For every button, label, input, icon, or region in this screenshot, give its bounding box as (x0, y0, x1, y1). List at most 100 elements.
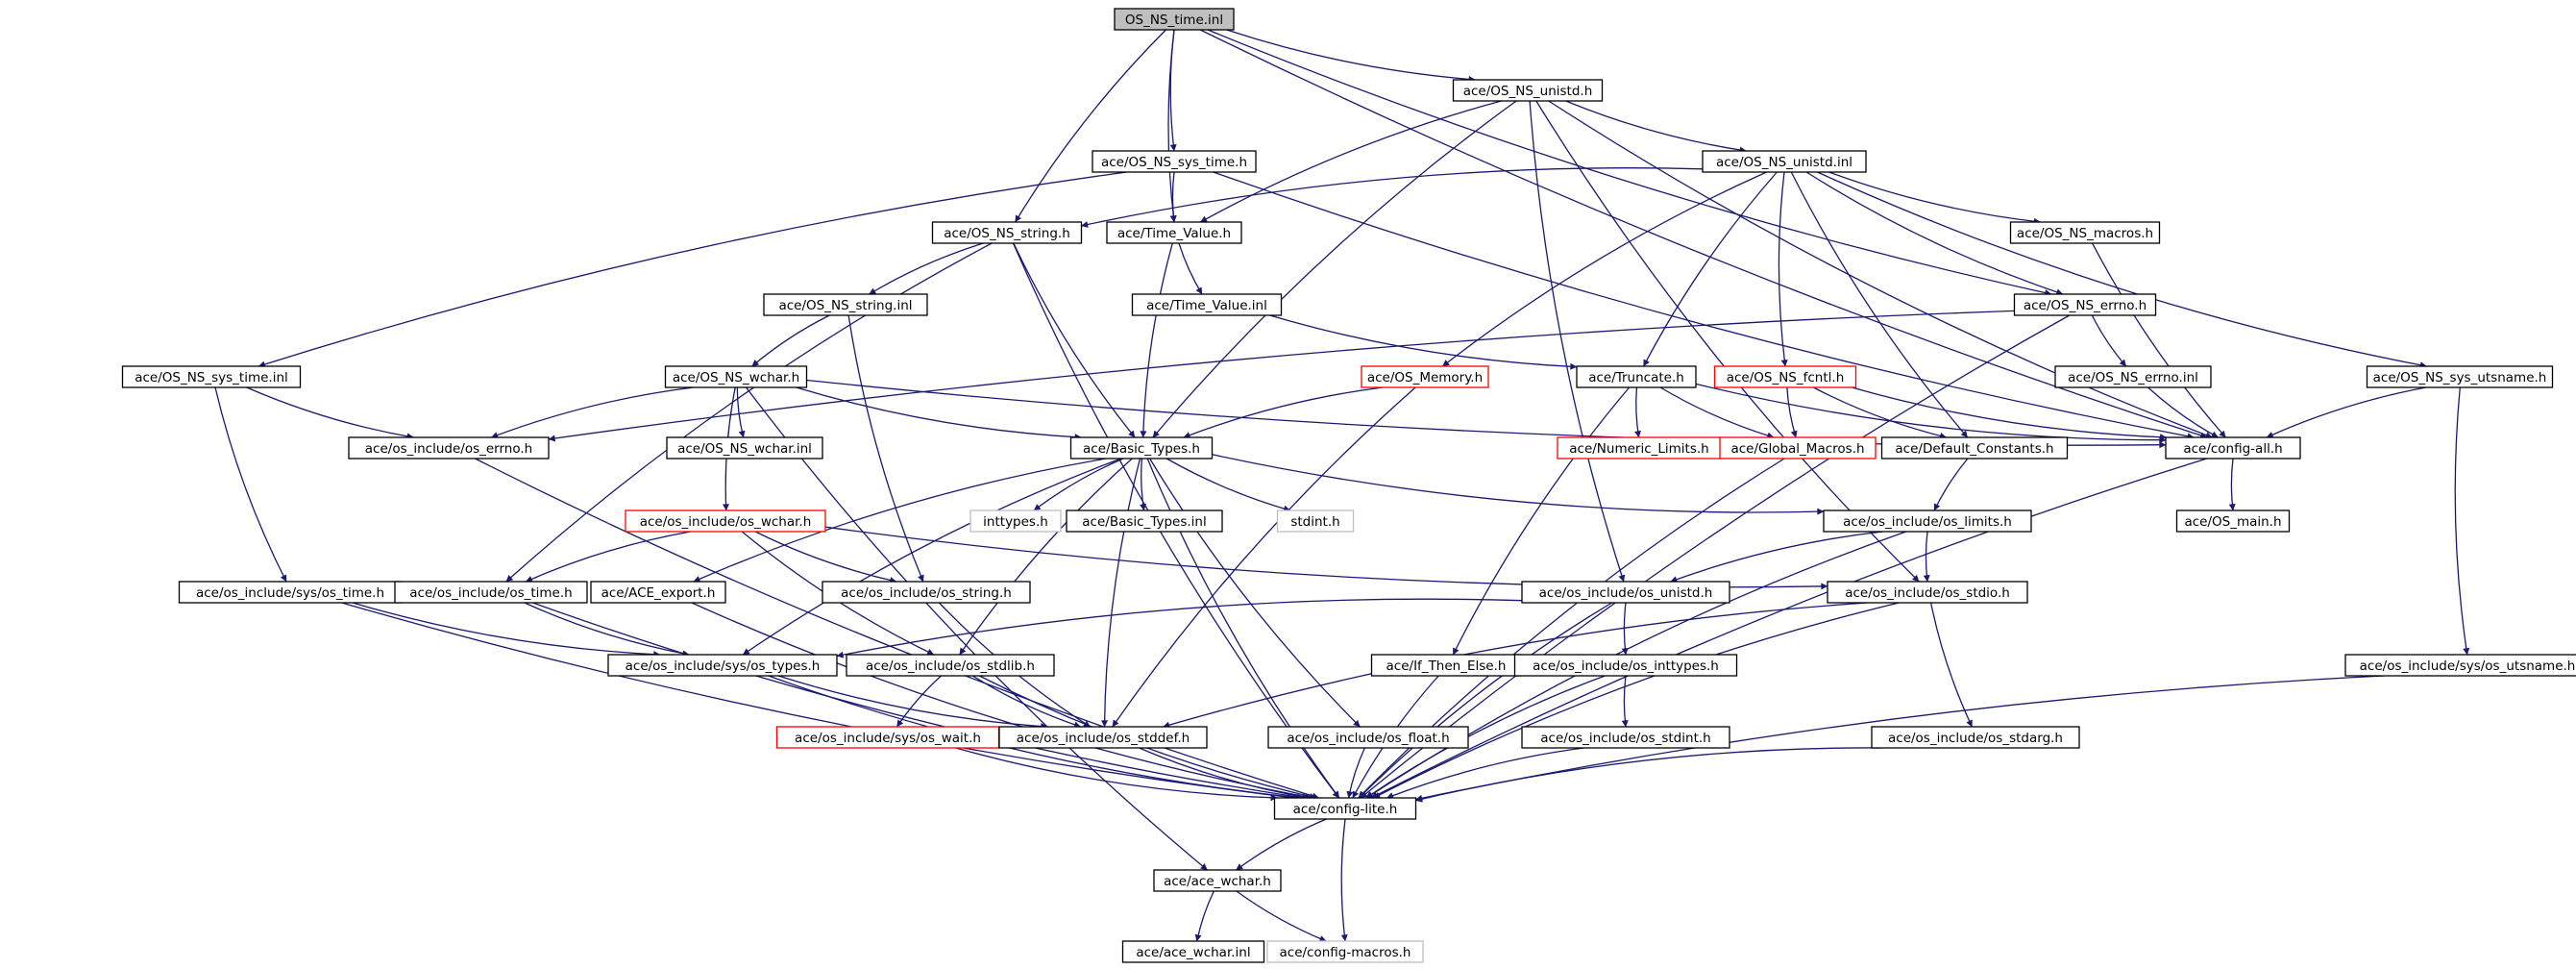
node-sys-os-types-h[interactable]: ace/os_include/sys/os_types.h (607, 654, 838, 677)
edge-truncate_h-to-config_all_h (1695, 383, 2167, 444)
node-ace-wchar-inl[interactable]: ace/ace_wchar.inl (1121, 940, 1265, 963)
node-config-macros-h[interactable]: ace/config-macros.h (1266, 940, 1424, 963)
node-label: ace/config-all.h (2183, 441, 2282, 457)
edge-truncate_h-to-if_then_else_h (1452, 386, 1631, 656)
edge-unistd_h-to-time_value_h (1200, 100, 1502, 223)
node-os-inttypes-h[interactable]: ace/os_include/os_inttypes.h (1513, 654, 1738, 677)
node-os-wchar-h[interactable]: ace/os_include/os_wchar.h (625, 509, 826, 533)
node-sys-time-h[interactable]: ace/OS_NS_sys_time.h (1092, 150, 1257, 173)
node-label: ace/OS_NS_wchar.h (673, 370, 799, 385)
node-label: ace/OS_NS_sys_time.h (1101, 155, 1247, 170)
node-sys-os-time-h[interactable]: ace/os_include/sys/os_time.h (178, 581, 403, 604)
node-numeric-limits-h[interactable]: ace/Numeric_Limits.h (1557, 436, 1722, 460)
node-inttypes-h[interactable]: inttypes.h (969, 509, 1062, 533)
node-label: ace/OS_NS_fcntl.h (1727, 370, 1845, 385)
node-config-all-h[interactable]: ace/config-all.h (2165, 436, 2301, 460)
edge-os_limits_h-to-os_unistd_h (1670, 531, 1883, 584)
node-sys-os-wait-h[interactable]: ace/os_include/sys/os_wait.h (775, 726, 1000, 749)
node-unistd-inl[interactable]: ace/OS_NS_unistd.inl (1702, 150, 1867, 173)
node-time-value-inl[interactable]: ace/Time_Value.inl (1131, 293, 1283, 316)
node-string-inl[interactable]: ace/OS_NS_string.inl (763, 293, 928, 316)
edge-basic_types_h-to-inttypes_h (1033, 458, 1124, 511)
node-label: ace/Numeric_Limits.h (1569, 441, 1708, 457)
node-box (1266, 940, 1424, 963)
node-label: ace/If_Then_Else.h (1386, 658, 1507, 674)
edge-ace_export_h-to-config_lite_h (691, 602, 1313, 801)
node-os-main-h[interactable]: ace/OS_main.h (2175, 509, 2291, 533)
node-default-constants-h[interactable]: ace/Default_Constants.h (1880, 436, 2069, 460)
edge-basic_types_h-to-basic_types_inl (1140, 458, 1147, 511)
edge-os_stdlib_h-to-sys_os_wait_h (895, 675, 942, 728)
edge-config_lite_h-to-ace_wchar_h (1236, 818, 1327, 871)
node-utsname-h[interactable]: ace/OS_NS_sys_utsname.h (2366, 365, 2554, 388)
node-label: ace/os_include/os_wchar.h (640, 514, 812, 530)
node-box (2175, 509, 2291, 533)
node-time-value-h[interactable]: ace/Time_Value.h (1106, 221, 1242, 244)
node-errno-h[interactable]: ace/OS_NS_errno.h (2013, 293, 2157, 316)
edge-fcntl_h-to-default_constants_h (1813, 386, 1948, 439)
node-label: ace/OS_main.h (2184, 514, 2281, 530)
node-errno-inl[interactable]: ace/OS_NS_errno.inl (2054, 365, 2212, 388)
edge-string_h-to-os_time_h (505, 242, 993, 583)
node-os-errno-h[interactable]: ace/os_include/os_errno.h (348, 436, 550, 460)
node-wchar-h[interactable]: ace/OS_NS_wchar.h (664, 365, 808, 388)
node-os-string-h[interactable]: ace/os_include/os_string.h (822, 581, 1031, 604)
node-label: OS_NS_time.inl (1125, 12, 1223, 28)
edge-basic_types_h-to-sys_os_types_h (742, 458, 1122, 656)
node-box (394, 581, 588, 604)
node-string-h[interactable]: ace/OS_NS_string.h (931, 221, 1083, 244)
node-layer: OS_NS_time.inl ace/OS_NS_unistd.h ace/OS_N… (121, 8, 2576, 963)
node-fcntl-h[interactable]: ace/OS_NS_fcntl.h (1713, 365, 1857, 388)
node-unistd-h[interactable]: ace/OS_NS_unistd.h (1452, 79, 1604, 102)
node-basic-types-inl[interactable]: ace/Basic_Types.inl (1066, 509, 1223, 533)
edge-time_value_h-to-time_value_inl (1178, 242, 1203, 295)
node-label: ace/os_include/sys/os_types.h (626, 658, 821, 674)
node-os-stdint-h[interactable]: ace/os_include/os_stdint.h (1521, 726, 1730, 749)
node-ace-wchar-h[interactable]: ace/ace_wchar.h (1153, 869, 1282, 892)
node-os-time-h[interactable]: ace/os_include/os_time.h (394, 581, 588, 604)
node-macros-h[interactable]: ace/OS_NS_macros.h (2009, 221, 2161, 244)
node-os-stdarg-h[interactable]: ace/os_include/os_stdarg.h (1871, 726, 2080, 749)
node-stdint-h[interactable]: stdint.h (1276, 509, 1355, 533)
node-label: ace/os_include/os_stddef.h (1017, 731, 1190, 746)
edge-sys_os_utsname_h-to-config_lite_h (1415, 675, 2385, 802)
edge-basic_types_h-to-os_float_h (1149, 458, 1361, 728)
node-label: ace/os_include/sys/os_time.h (196, 585, 384, 601)
node-config-lite-h[interactable]: ace/config-lite.h (1273, 797, 1417, 820)
node-box (2013, 293, 2157, 316)
node-wchar-inl[interactable]: ace/OS_NS_wchar.inl (666, 436, 823, 460)
node-ace-export-h[interactable]: ace/ACE_export.h (590, 581, 726, 604)
node-os-unistd-h[interactable]: ace/os_include/os_unistd.h (1521, 581, 1730, 604)
node-box (1827, 581, 2028, 604)
node-os-stdio-h[interactable]: ace/os_include/os_stdio.h (1827, 581, 2028, 604)
node-box (1719, 436, 1877, 460)
edge-config_all_h-to-config_lite_h (1370, 458, 2208, 799)
node-label: ace/os_include/os_errno.h (365, 441, 532, 457)
edge-wchar_h-to-wchar_inl (736, 386, 746, 438)
node-basic-types-h[interactable]: ace/Basic_Types.h (1069, 436, 1214, 460)
node-sys-time-inl[interactable]: ace/OS_NS_sys_time.inl (121, 365, 302, 388)
node-os-float-h[interactable]: ace/os_include/os_float.h (1267, 726, 1469, 749)
node-global-macros-h[interactable]: ace/Global_Macros.h (1719, 436, 1877, 460)
node-box (998, 726, 1208, 749)
edge-unistd_inl-to-utsname_h (1817, 171, 2427, 369)
node-if-then-else-h[interactable]: ace/If_Then_Else.h (1370, 654, 1522, 677)
node-os-memory-h[interactable]: ace/OS_Memory.h (1361, 365, 1489, 388)
node-os-stddef-h[interactable]: ace/os_include/os_stddef.h (998, 726, 1208, 749)
node-truncate-h[interactable]: ace/Truncate.h (1576, 365, 1697, 388)
edge-os_stdio_h-to-os_stdarg_h (1929, 602, 1973, 728)
node-label: ace/Time_Value.h (1117, 226, 1231, 241)
node-box (1066, 509, 1223, 533)
edge-os_stdio_h-to-os_stddef_h (1163, 602, 1868, 729)
node-label: inttypes.h (983, 514, 1048, 530)
edge-root-to-unistd_h (1226, 29, 1476, 83)
node-box (1880, 436, 2069, 460)
node-os-limits-h[interactable]: ace/os_include/os_limits.h (1823, 509, 2032, 533)
edge-os_unistd_h-to-sys_os_types_h (836, 598, 1523, 658)
node-box (1121, 940, 1265, 963)
edge-root-to-string_h (1015, 29, 1166, 223)
edge-os_stdio_h-to-config_lite_h (1373, 602, 1900, 799)
node-sys-os-utsname-h[interactable]: ace/os_include/sys/os_utsname.h (2344, 654, 2576, 677)
node-os-stdlib-h[interactable]: ace/os_include/os_stdlib.h (846, 654, 1055, 677)
